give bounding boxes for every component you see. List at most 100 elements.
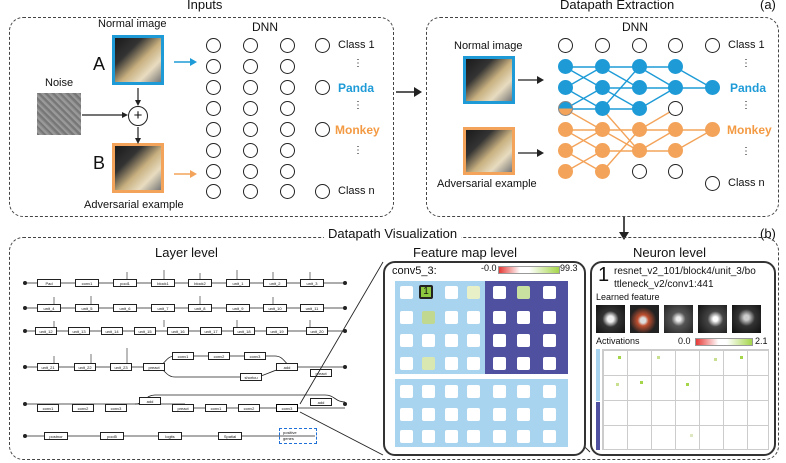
noise-label: Noise: [45, 77, 74, 89]
layer-node[interactable]: unit_22: [74, 363, 96, 371]
layer-node[interactable]: unit_17: [200, 327, 222, 335]
feature-cell: [493, 357, 506, 370]
neuron-index: 1: [598, 264, 610, 286]
layer-node[interactable]: block2: [188, 279, 212, 287]
neuron: [668, 164, 683, 179]
layer-node[interactable]: conv1: [75, 279, 99, 287]
layer-node-selected[interactable]: conv3: [276, 404, 298, 412]
layer-node[interactable]: unit_20: [306, 327, 328, 335]
neuron: [280, 59, 295, 74]
neuron: [243, 143, 258, 158]
feature-cell: [543, 334, 556, 347]
layer-node[interactable]: pool1: [113, 279, 137, 287]
neuron: [243, 122, 258, 137]
feature-cell: [493, 286, 506, 299]
neuron: [280, 184, 295, 199]
layer-node[interactable]: unit_7: [151, 304, 175, 312]
activation-spot: [657, 356, 660, 359]
layer-node[interactable]: postnor: [44, 432, 68, 440]
layer-node[interactable]: unit_6: [113, 304, 137, 312]
layer-node[interactable]: unit_16: [167, 327, 189, 335]
layer-node[interactable]: conv1: [205, 404, 227, 412]
layer-node[interactable]: preact: [172, 404, 194, 412]
output-neuron: [315, 184, 330, 199]
layer-node[interactable]: unit_3: [300, 279, 324, 287]
layer-node[interactable]: pool5: [100, 432, 124, 440]
layer-node-shortcut[interactable]: shortcu: [240, 373, 262, 381]
layer-node[interactable]: Spatial: [218, 432, 242, 440]
layer-node[interactable]: conv1: [172, 352, 194, 360]
activation-spot: [640, 381, 643, 384]
layer-node[interactable]: unit_11: [300, 304, 324, 312]
neuron: [668, 38, 683, 53]
plus-node: +: [128, 106, 148, 126]
layer-node[interactable]: unit_8: [188, 304, 212, 312]
layer-node[interactable]: unit_9: [226, 304, 250, 312]
vertical-dots: ⋮: [741, 58, 751, 69]
neuron-path-line2: ttleneck_v2/conv1:441: [614, 279, 714, 290]
layer-node[interactable]: conv2: [238, 404, 260, 412]
feature-cell: [400, 334, 413, 347]
feature-cell: [517, 385, 530, 398]
layer-node[interactable]: logits: [158, 432, 182, 440]
feature-cell: [467, 408, 480, 421]
class-n-label: Class n: [338, 185, 375, 197]
neuron-active-normal: [668, 80, 683, 95]
layer-node[interactable]: preact: [143, 363, 165, 371]
layer-node[interactable]: Pad: [37, 279, 61, 287]
layer-node[interactable]: unit_21: [37, 363, 59, 371]
layer-node[interactable]: conv3: [244, 352, 266, 360]
layer-node[interactable]: unit_19: [266, 327, 288, 335]
layer-node[interactable]: block1: [151, 279, 175, 287]
layer-node[interactable]: unit_10: [263, 304, 287, 312]
layer-node[interactable]: unit_15: [134, 327, 156, 335]
neuron: [206, 164, 221, 179]
layer-node[interactable]: unit_13: [68, 327, 90, 335]
layer-node[interactable]: unit_23: [110, 363, 132, 371]
activation-spot: [690, 434, 693, 437]
layer-node[interactable]: unit_5: [75, 304, 99, 312]
feature-map-scale-max: 99.3: [560, 263, 578, 273]
ext-normal-image: [463, 56, 515, 104]
feature-thumbnail: [732, 305, 761, 333]
layer-node[interactable]: conv2: [208, 352, 230, 360]
layer-node[interactable]: preact: [310, 369, 332, 377]
feature-thumbnail: [630, 305, 659, 333]
feature-cell: [543, 408, 556, 421]
monkey-label: Monkey: [335, 123, 380, 137]
normal-panda-image: [112, 35, 164, 85]
feature-cell: [445, 357, 458, 370]
neuron-active-adversarial: [595, 143, 610, 158]
plus-sign: +: [133, 107, 143, 124]
layer-node[interactable]: unit_1: [226, 279, 250, 287]
layer-node[interactable]: conv2: [72, 404, 94, 412]
layer-node[interactable]: add: [139, 397, 161, 405]
feature-cell: [543, 357, 556, 370]
layer-node[interactable]: conv3: [105, 404, 127, 412]
output-neuron-panda: [705, 80, 720, 95]
feature-cell: [400, 311, 413, 324]
neuron-active-adversarial: [632, 122, 647, 137]
layer-node[interactable]: unit_4: [37, 304, 61, 312]
feature-map-scale-min: -0.0: [481, 263, 497, 273]
neuron-level-title: Neuron level: [633, 245, 706, 260]
neuron: [243, 80, 258, 95]
inputs-arrows: [82, 58, 197, 178]
feature-cell-selected[interactable]: 1: [419, 285, 433, 299]
ext-dnn-label: DNN: [622, 20, 648, 34]
feature-cell: [543, 286, 556, 299]
layer-node[interactable]: unit_12: [35, 327, 57, 335]
neuron: [280, 143, 295, 158]
layer-node[interactable]: unit_2: [263, 279, 287, 287]
feature-cell: [493, 311, 506, 324]
layer-node[interactable]: add: [276, 363, 298, 371]
panda-label: Panda: [338, 81, 375, 95]
layer-node[interactable]: conv1: [37, 404, 59, 412]
activation-spot: [740, 356, 743, 359]
neuron-active-normal: [595, 101, 610, 116]
layer-node[interactable]: unit_18: [233, 327, 255, 335]
neuron-path-line1: resnet_v2_101/block4/unit_3/bo: [614, 266, 756, 277]
feature-cell: [400, 286, 413, 299]
layer-node[interactable]: add: [310, 398, 332, 406]
layer-node[interactable]: unit_14: [101, 327, 123, 335]
